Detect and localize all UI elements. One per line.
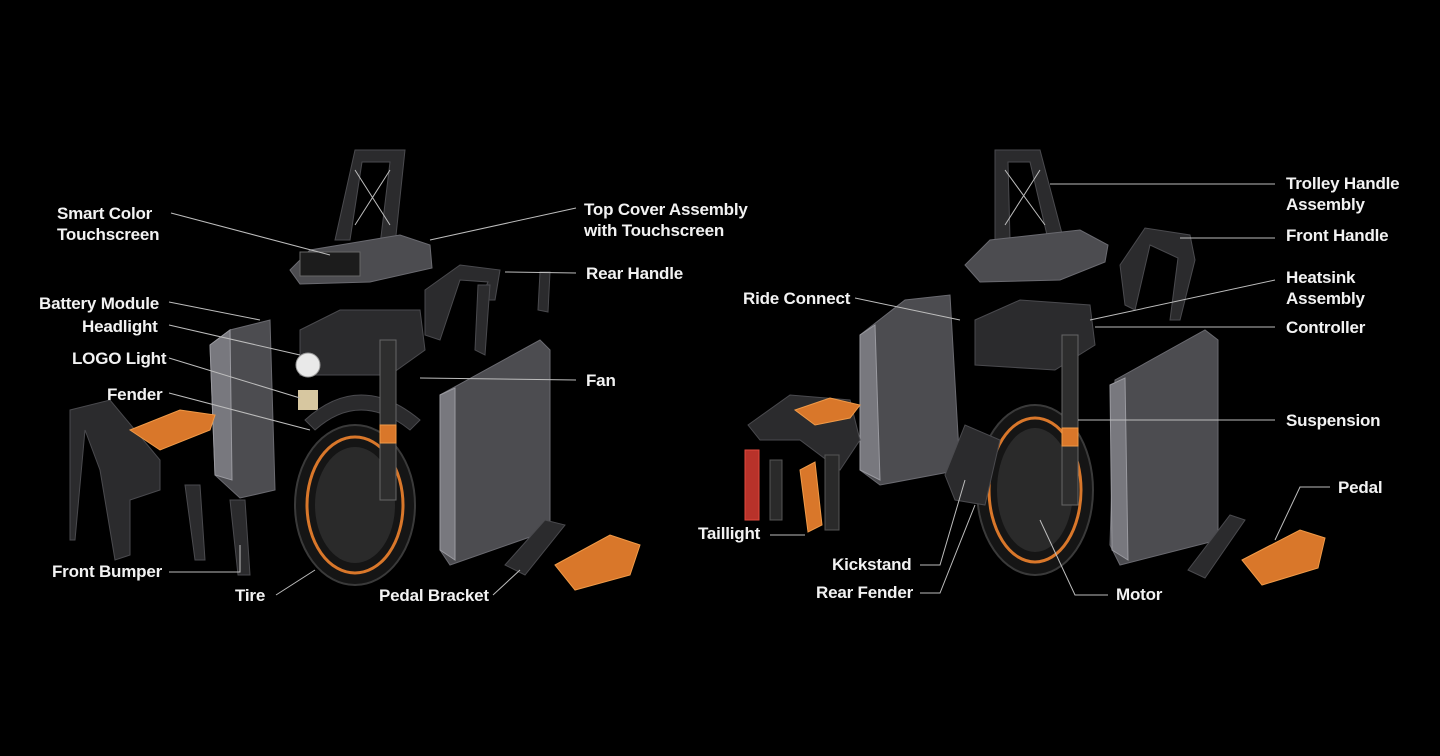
leader-lines: [168, 183, 1330, 596]
label-smart-color-touchscreen: Smart Color Touchscreen: [57, 204, 160, 244]
label-fan: Fan: [586, 371, 616, 390]
label-front-handle: Front Handle: [1286, 226, 1389, 245]
label-fender: Fender: [107, 385, 163, 404]
left-exploded-unit: [69, 149, 641, 591]
label-rear-handle: Rear Handle: [586, 264, 684, 283]
label-controller: Controller: [1286, 318, 1366, 337]
left-pedal-top: [128, 409, 216, 451]
label-pedal-bracket: Pedal Bracket: [379, 586, 489, 605]
left-trolley-handle: [334, 149, 406, 246]
left-front-bumper: [69, 399, 161, 561]
label-headlight: Headlight: [82, 317, 158, 336]
label-heatsink-assembly: Heatsink Assembly: [1286, 268, 1365, 308]
label-motor: Motor: [1116, 585, 1163, 604]
right-pedal: [1241, 529, 1326, 586]
label-ride-connect: Ride Connect: [743, 289, 851, 308]
label-taillight: Taillight: [698, 524, 761, 543]
right-pedal-bracket: [1187, 514, 1246, 579]
label-trolley-handle-assembly: Trolley Handle Assembly: [1286, 174, 1400, 214]
label-kickstand: Kickstand: [832, 555, 912, 574]
right-front-handle: [1119, 227, 1196, 321]
label-logo-light: LOGO Light: [72, 349, 167, 368]
left-headlight: [295, 352, 321, 378]
left-suspension: [379, 339, 397, 501]
label-front-bumper: Front Bumper: [52, 562, 162, 581]
left-pedal: [554, 534, 641, 591]
label-pedal: Pedal: [1338, 478, 1383, 497]
right-top-cover: [964, 229, 1109, 283]
label-tire: Tire: [235, 586, 266, 605]
right-exploded-unit: [744, 149, 1326, 586]
right-suspension: [1061, 334, 1079, 506]
left-touchscreen: [299, 251, 361, 277]
label-battery-module: Battery Module: [39, 294, 159, 313]
label-suspension: Suspension: [1286, 411, 1381, 430]
right-rear-fender: [944, 424, 1001, 506]
left-side-panel: [439, 339, 551, 566]
label-top-cover-assembly: Top Cover Assembly with Touchscreen: [584, 200, 748, 240]
label-rear-fender: Rear Fender: [816, 583, 914, 602]
left-logo-light: [298, 390, 318, 410]
right-taillight: [744, 449, 760, 521]
